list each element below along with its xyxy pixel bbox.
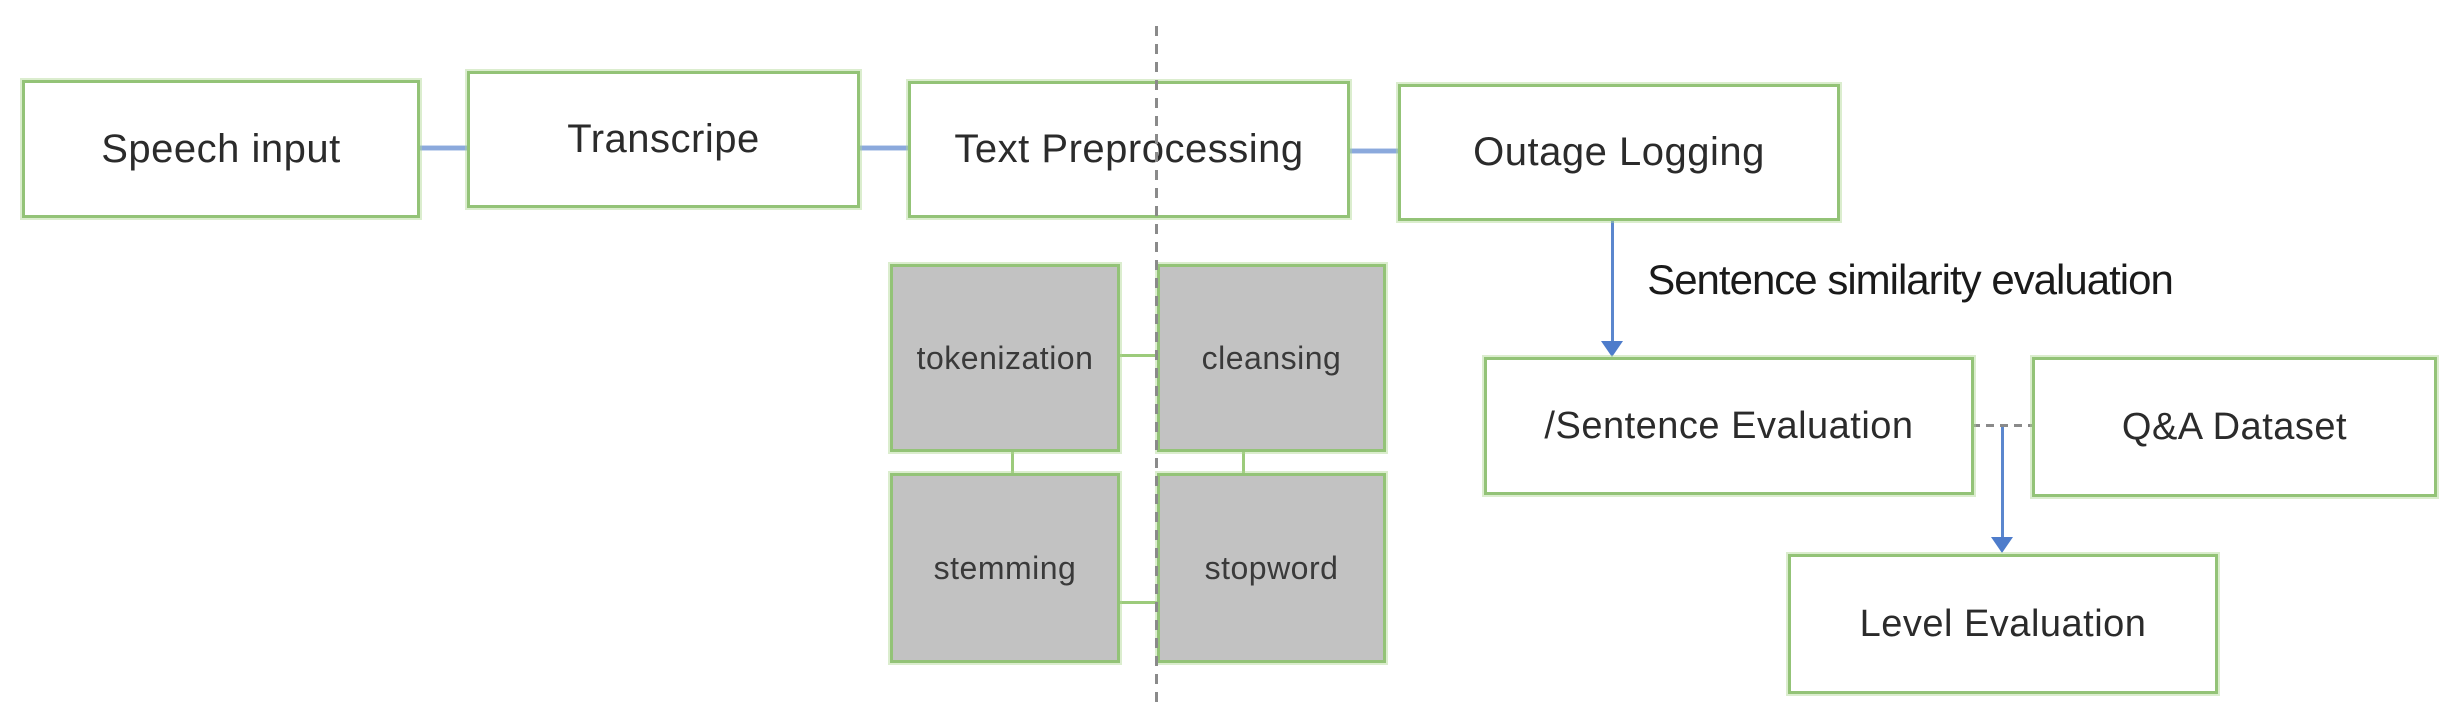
arrow-outage-to-sentence-head	[1601, 341, 1623, 357]
node-stopword: stopword	[1157, 473, 1386, 663]
node-sentence-evaluation-label: /Sentence Evaluation	[1544, 404, 1914, 447]
node-tokenization: tokenization	[890, 264, 1120, 452]
node-speech-input-label: Speech input	[101, 126, 341, 171]
dashed-vertical-divider	[1155, 26, 1158, 703]
node-transcripe-label: Transcripe	[567, 117, 760, 161]
connector-cleansing-to-stopword	[1242, 450, 1245, 475]
connector-stemming-to-stopword	[1118, 601, 1159, 604]
node-stemming: stemming	[890, 473, 1120, 663]
connector-tokenization-to-stemming	[1011, 450, 1014, 475]
arrow-outage-to-sentence-line	[1611, 221, 1614, 345]
node-stemming-label: stemming	[933, 549, 1077, 586]
connector-preprocessing-to-outage	[1350, 149, 1398, 153]
connector-transcripe-to-preprocessing	[860, 146, 908, 150]
node-qa-dataset-label: Q&A Dataset	[2121, 405, 2348, 448]
arrow-junction-to-level-head	[1991, 537, 2013, 553]
node-text-preprocessing-label: Text Preprocessing	[954, 127, 1304, 171]
node-level-evaluation-label: Level Evaluation	[1859, 602, 2147, 645]
node-outage-logging: Outage Logging	[1398, 84, 1840, 221]
node-cleansing-label: cleansing	[1201, 339, 1342, 376]
node-text-preprocessing: Text Preprocessing	[908, 81, 1350, 218]
connector-speech-to-transcripe	[420, 146, 467, 150]
connector-tokenization-to-cleansing	[1118, 354, 1159, 357]
node-level-evaluation: Level Evaluation	[1788, 554, 2218, 694]
node-sentence-evaluation: /Sentence Evaluation	[1484, 357, 1974, 495]
node-stopword-label: stopword	[1204, 549, 1339, 586]
node-cleansing: cleansing	[1157, 264, 1386, 452]
node-qa-dataset: Q&A Dataset	[2032, 357, 2437, 497]
node-speech-input: Speech input	[22, 80, 420, 218]
node-outage-logging-label: Outage Logging	[1473, 130, 1765, 174]
dashed-connector-sentence-to-qa	[1972, 424, 2032, 427]
node-tokenization-label: tokenization	[916, 339, 1094, 376]
node-transcripe: Transcripe	[467, 71, 860, 208]
arrow-junction-to-level-line	[2001, 427, 2004, 541]
section-title: Sentence similarity evaluation	[1647, 256, 2174, 303]
